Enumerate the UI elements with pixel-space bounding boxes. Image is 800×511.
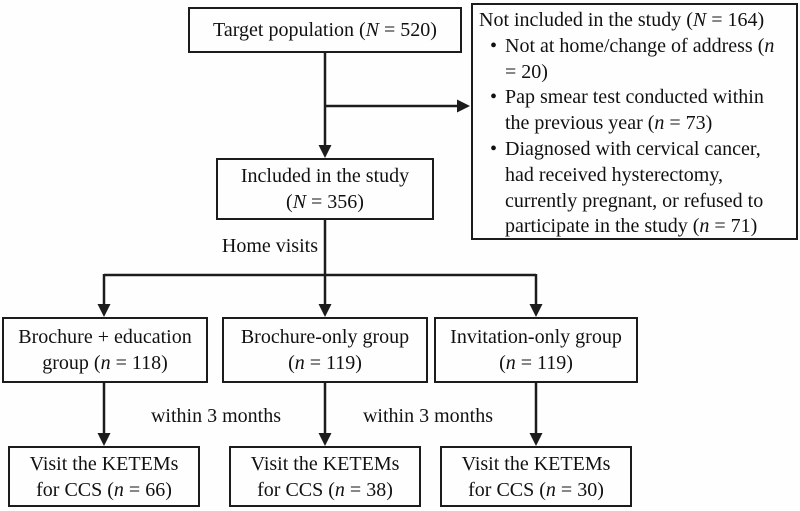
label-text: = 66) bbox=[123, 478, 172, 501]
stat-symbol: n bbox=[545, 478, 556, 501]
arrow-to-group2-head bbox=[318, 304, 332, 317]
box-outcome-brochure-only: Visit the KETEMs for CCS (n = 38) bbox=[229, 446, 421, 507]
stat-symbol: n bbox=[100, 352, 111, 374]
label-text: for CCS ( bbox=[36, 478, 114, 501]
label-text: for CCS ( bbox=[257, 478, 335, 501]
box-outcome-invitation-only: Visit the KETEMs for CCS (n = 30) bbox=[440, 446, 632, 507]
arrow-target-to-included-head bbox=[318, 145, 332, 158]
box-invitation-only-group: Invitation-only group (n = 119) bbox=[434, 317, 638, 383]
box-line: group (n = 118) bbox=[42, 350, 168, 376]
box-line: (n = 119) bbox=[499, 350, 573, 376]
box-line: Visit the KETEMs bbox=[462, 451, 611, 477]
label-text: = 38) bbox=[344, 478, 393, 501]
box-brochure-education-group: Brochure + education group (n = 118) bbox=[2, 317, 208, 383]
label-text: group ( bbox=[42, 352, 101, 374]
box-included: Included in the study (N = 356) bbox=[216, 158, 434, 220]
box-line: Included in the study bbox=[241, 163, 409, 189]
stat-symbol: n bbox=[654, 112, 665, 135]
label-text: Target population ( bbox=[213, 19, 366, 41]
label-text: = 520) bbox=[379, 19, 437, 41]
arrow-to-group3-head bbox=[529, 304, 543, 317]
box-brochure-only-group: Brochure-only group (n = 119) bbox=[222, 317, 428, 383]
stat-symbol: n bbox=[113, 478, 124, 501]
label-text: = 164) bbox=[706, 9, 765, 31]
box-outcome-brochure-education: Visit the KETEMs for CCS (n = 66) bbox=[8, 446, 200, 507]
label-text: = 119) bbox=[515, 352, 573, 374]
stat-symbol: n bbox=[334, 478, 345, 501]
label-text: Not at home/change of address ( bbox=[505, 34, 765, 57]
stat-symbol: n bbox=[505, 352, 516, 374]
arrow-group1-to-outcome1-head bbox=[97, 433, 111, 446]
box-line: Brochure + education bbox=[18, 324, 191, 350]
label-text: ( bbox=[288, 352, 295, 374]
arrow-to-exclusions-head bbox=[457, 99, 470, 113]
box-exclusions: Not included in the study (N = 164) Not … bbox=[471, 3, 798, 240]
within-3-months-label-left: within 3 months bbox=[150, 405, 281, 427]
within-3-months-label-right: within 3 months bbox=[362, 405, 493, 427]
label-text: = 119) bbox=[304, 352, 362, 374]
box-line: for CCS (n = 30) bbox=[468, 477, 604, 503]
stat-symbol: n bbox=[699, 215, 710, 238]
label-text: ( bbox=[499, 352, 506, 374]
label-text: = 71) bbox=[709, 215, 758, 238]
label-text: = 30) bbox=[555, 478, 604, 501]
stat-symbol: N bbox=[692, 9, 707, 31]
label-text: Brochure-only group bbox=[240, 326, 410, 348]
stat-symbol: N bbox=[292, 191, 307, 213]
label-text: = 20) bbox=[505, 60, 548, 83]
box-line: (N = 356) bbox=[286, 189, 364, 215]
box-line: Visit the KETEMs bbox=[30, 451, 179, 477]
box-line: Invitation-only group bbox=[450, 324, 622, 350]
label-text: Invitation-only group bbox=[450, 326, 622, 348]
stat-symbol: n bbox=[764, 34, 775, 57]
label-text: Not included in the study ( bbox=[479, 9, 693, 31]
label-text: Pap smear test conducted within the prev… bbox=[505, 86, 764, 135]
box-line: Visit the KETEMs bbox=[251, 451, 400, 477]
stat-symbol: n bbox=[294, 352, 305, 374]
label-text: ( bbox=[286, 191, 293, 213]
arrow-group2-to-outcome2-head bbox=[318, 433, 332, 446]
box-line: (n = 119) bbox=[288, 350, 362, 376]
label-text: for CCS ( bbox=[468, 478, 546, 501]
label-text: = 73) bbox=[664, 112, 713, 135]
exclusion-list-item: Not at home/change of address (n = 20) bbox=[479, 34, 790, 86]
box-line: Brochure-only group bbox=[241, 324, 409, 350]
box-line: for CCS (n = 66) bbox=[36, 477, 172, 503]
label-text: Brochure + education bbox=[18, 326, 192, 348]
label-text: Visit the KETEMs bbox=[29, 452, 179, 475]
exclusion-list-item: Pap smear test conducted within the prev… bbox=[479, 85, 790, 137]
label-text: Included in the study bbox=[240, 165, 410, 187]
label-text: = 118) bbox=[110, 352, 168, 374]
box-line: for CCS (n = 38) bbox=[257, 477, 393, 503]
stat-symbol: N bbox=[365, 19, 380, 41]
box-target-population: Target population (N = 520) bbox=[188, 7, 462, 53]
exclusions-title: Not included in the study (N = 164) bbox=[479, 8, 790, 34]
exclusion-list-item: Diagnosed with cervical cancer, had rece… bbox=[479, 137, 790, 240]
arrow-to-group1-head bbox=[97, 304, 111, 317]
label-text: = 356) bbox=[306, 191, 364, 213]
arrow-group3-to-outcome3-head bbox=[529, 433, 543, 446]
box-line: Target population (N = 520) bbox=[213, 17, 437, 43]
label-text: Visit the KETEMs bbox=[250, 452, 400, 475]
home-visits-label: Home visits bbox=[221, 235, 318, 257]
label-text: Visit the KETEMs bbox=[461, 452, 611, 475]
label-text: Diagnosed with cervical cancer, had rece… bbox=[505, 137, 764, 238]
